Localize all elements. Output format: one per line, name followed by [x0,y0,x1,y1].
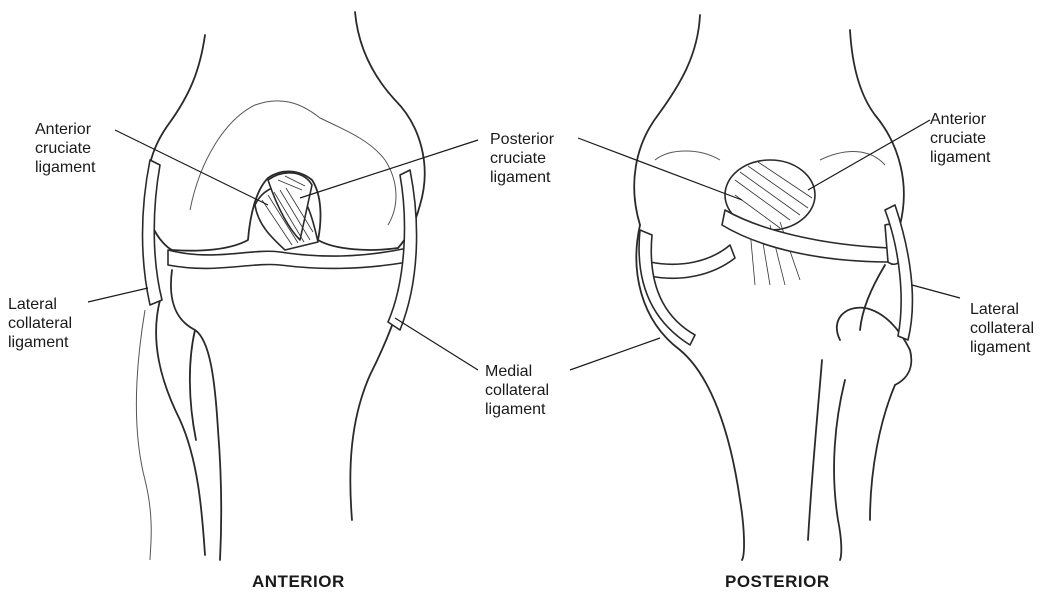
posterior-condyle-right [820,152,885,165]
leader-medial-right [570,338,660,370]
leader-posterior-acl [808,120,930,190]
label-anterior-mcl: Medial collateral ligament [485,362,549,419]
leader-anterior-pcl [300,140,478,198]
label-anterior-acl: Anterior cruciate ligament [35,120,95,177]
posterior-tibia-right [860,265,885,330]
anterior-femur-left-edge [147,35,205,250]
leader-posterior-lcl [912,285,960,298]
label-posterior-lcl: Lateral collateral ligament [970,300,1034,357]
posterior-condyle-left [655,151,720,160]
posterior-femur-left-edge [634,15,700,225]
anterior-fibula [156,300,205,555]
caption-anterior: ANTERIOR [252,572,345,592]
label-anterior-lcl: Lateral collateral ligament [8,295,72,352]
caption-posterior: POSTERIOR [725,572,830,592]
posterior-femur-right-edge [850,30,904,225]
anterior-fibula-inner [190,330,196,440]
anterior-knee [136,12,424,560]
label-posterior-acl: Anterior cruciate ligament [930,110,990,167]
anterior-lateral-collateral [143,160,163,305]
posterior-knee [634,15,912,560]
posterior-fibula-shaft-2 [870,385,895,520]
posterior-fibula-shaft [834,380,845,560]
leader-anterior-lcl [88,288,148,302]
posterior-meniscus-left [650,245,735,278]
posterior-medial-collateral [639,230,695,345]
leader-posterior-pcl [578,138,742,200]
label-anterior-pcl: Posterior cruciate ligament [490,130,554,187]
posterior-tibia-shaft [808,360,822,540]
anterior-left-leg [136,310,151,560]
leader-anterior-acl [115,130,268,205]
leader-medial-left [395,318,478,370]
